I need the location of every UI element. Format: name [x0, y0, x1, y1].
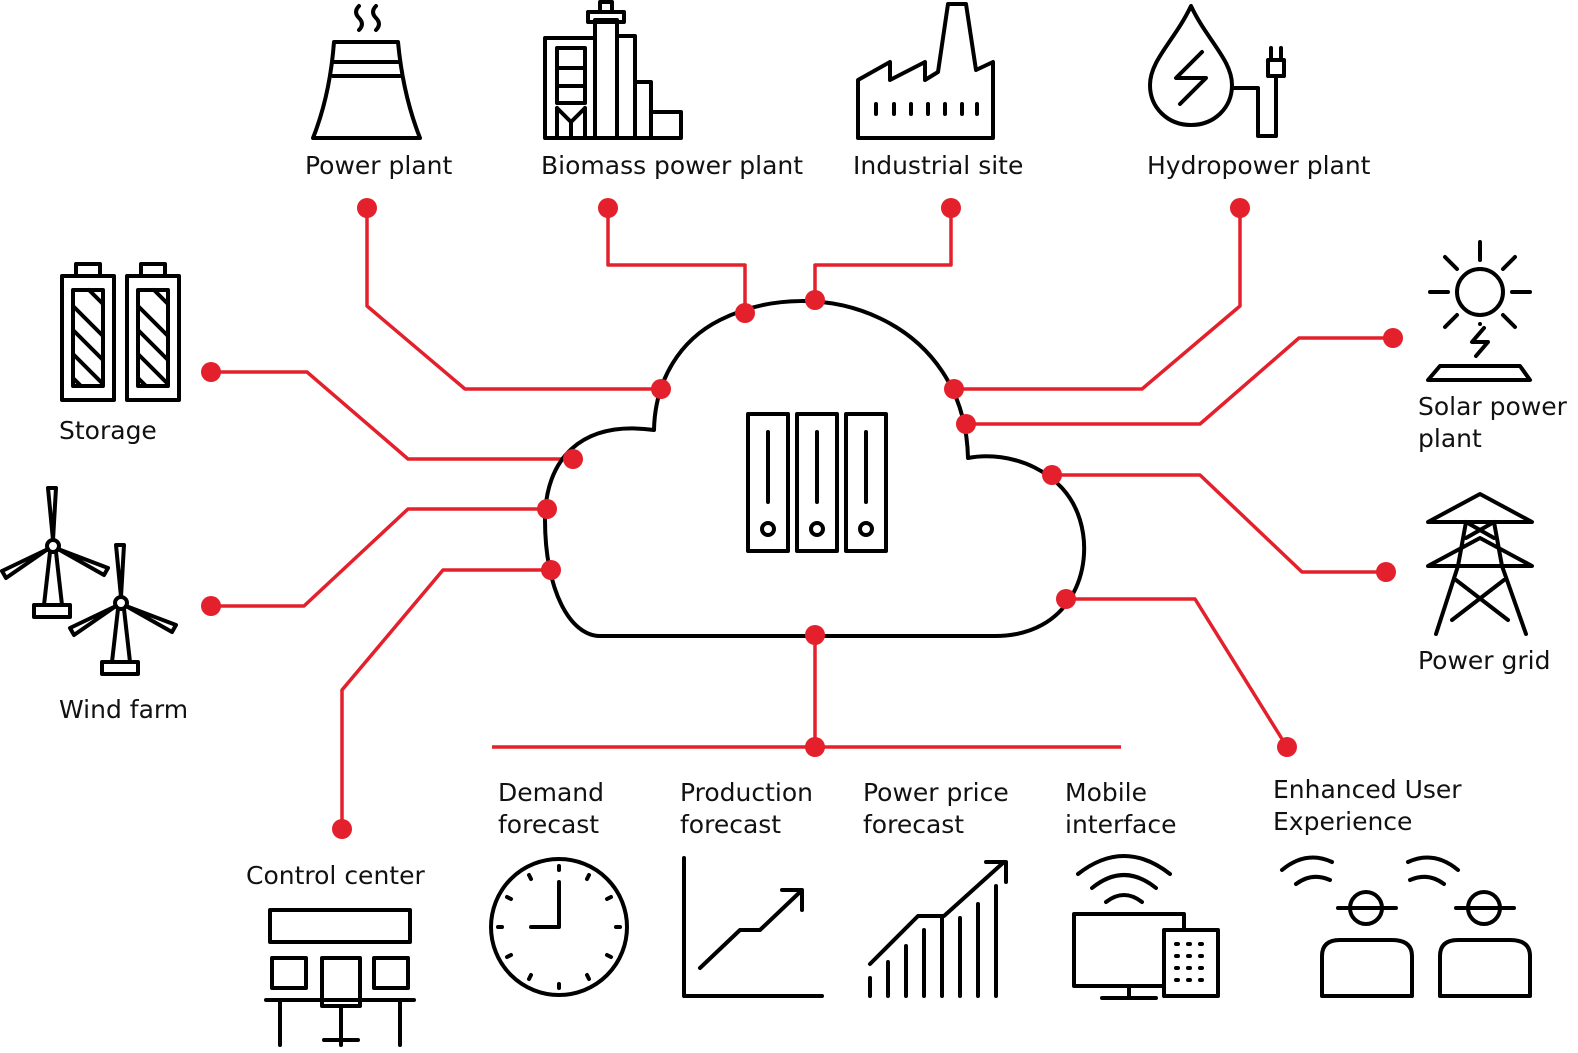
trend-chart-icon — [682, 856, 824, 998]
water-drop-plug-icon — [1148, 4, 1286, 138]
endpoint-dot — [201, 596, 221, 616]
endpoint-dot — [201, 362, 221, 382]
factory-icon — [856, 2, 995, 140]
endpoint-dot — [1230, 198, 1250, 218]
line-industrial — [813, 208, 953, 300]
cloud-port-dot — [541, 560, 561, 580]
endpoint-dot — [357, 198, 377, 218]
label-wind-farm: Wind farm — [59, 695, 189, 724]
cloud-port-dot — [563, 449, 583, 469]
label-control-center: Control center — [246, 861, 425, 890]
cloud-port-dot — [537, 499, 557, 519]
transmission-tower-icon — [1426, 492, 1534, 636]
bus-junction-dot — [805, 737, 825, 757]
cloud-port-dot — [1056, 589, 1076, 609]
users-wifi-icon — [1280, 855, 1532, 998]
label-production-forecast: Production forecast — [680, 778, 814, 839]
line-storage — [211, 370, 573, 461]
cloud-port-dot — [956, 414, 976, 434]
cooling-tower-icon — [311, 4, 422, 140]
cloud-servers-icon — [543, 299, 1087, 638]
bar-trend-icon — [868, 860, 1008, 998]
sun-panel-icon — [1426, 240, 1532, 382]
label-demand-forecast: Demand forecast — [498, 778, 605, 839]
label-solar-power-plant: Solar power plant — [1418, 392, 1567, 453]
label-power-price-forecast: Power price forecast — [863, 778, 1009, 839]
line-wind — [211, 507, 547, 608]
label-mobile-interface: Mobile interface — [1065, 778, 1177, 839]
cloud-port-dot — [1042, 465, 1062, 485]
line-solar — [966, 336, 1393, 426]
connector-lines — [211, 208, 1393, 829]
cloud-port-dot — [805, 290, 825, 310]
wind-turbines-icon — [0, 486, 178, 676]
cloud-port-dot — [805, 625, 825, 645]
connector-dots — [201, 198, 1403, 839]
batteries-icon — [60, 262, 181, 402]
control-desk-icon — [264, 908, 416, 1047]
line-power-plant — [365, 208, 661, 391]
line-control — [340, 568, 551, 829]
label-power-grid: Power grid — [1418, 646, 1551, 675]
label-power-plant: Power plant — [305, 151, 453, 180]
monitor-tablet-wifi-icon — [1072, 854, 1220, 1000]
label-biomass-power-plant: Biomass power plant — [541, 151, 804, 180]
endpoint-dot — [598, 198, 618, 218]
label-enhanced-user-experience: Enhanced User Experience — [1273, 775, 1462, 836]
line-biomass — [606, 208, 747, 313]
biomass-plant-icon — [543, 0, 683, 140]
label-storage: Storage — [59, 416, 157, 445]
endpoint-dot — [1277, 737, 1297, 757]
clock-icon — [489, 857, 629, 997]
label-industrial-site: Industrial site — [853, 151, 1024, 180]
label-hydropower-plant: Hydropower plant — [1147, 151, 1371, 180]
endpoint-dot — [332, 819, 352, 839]
cloud-port-dot — [651, 379, 671, 399]
line-ux — [1066, 597, 1289, 748]
cloud-port-dot — [735, 303, 755, 323]
cloud-port-dot — [944, 379, 964, 399]
line-hydropower — [954, 208, 1242, 391]
endpoint-dot — [1376, 562, 1396, 582]
endpoint-dot — [1383, 328, 1403, 348]
line-power-grid — [1052, 473, 1386, 574]
endpoint-dot — [941, 198, 961, 218]
